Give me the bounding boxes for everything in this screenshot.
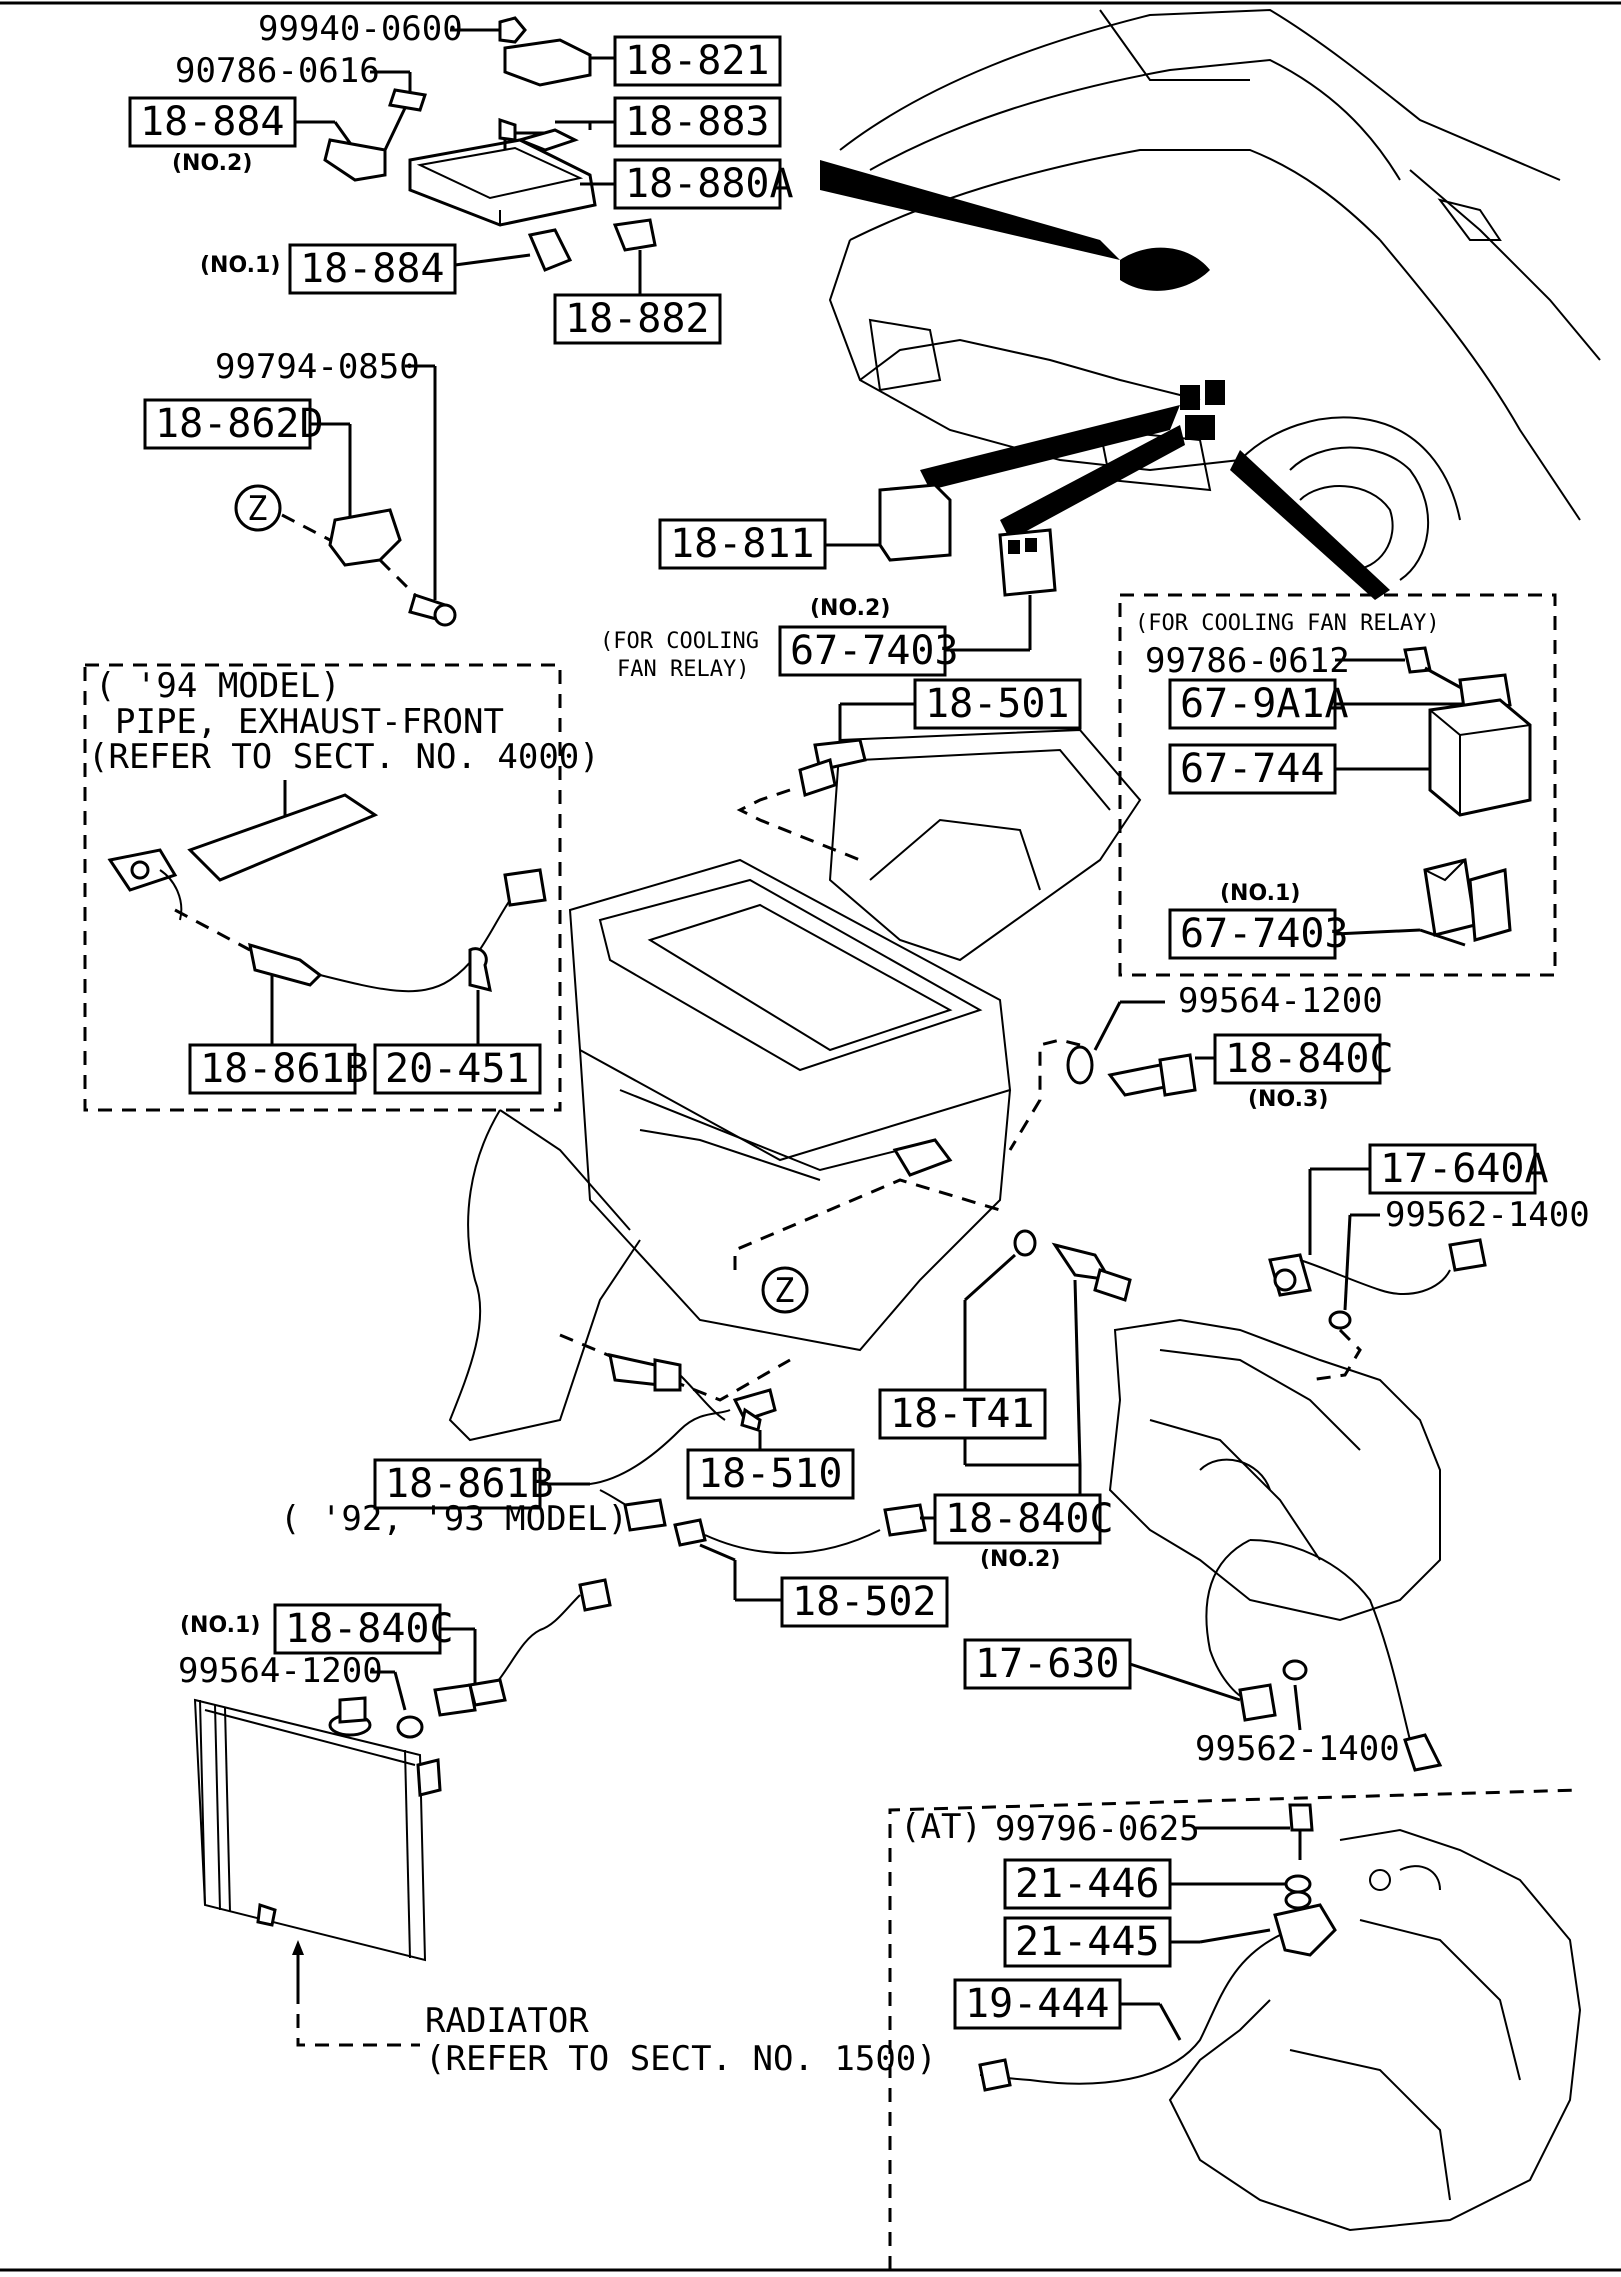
box-18-811 [658,518,827,570]
partno-99564-1200-left: 99564-1200 [178,1651,383,1691]
box-67-7403-no1 [1168,908,1337,960]
label-17-630: 17-630 [975,1641,1120,1687]
label-18-883: 18-883 [625,99,770,145]
label-18-510: 18-510 [698,1451,843,1497]
label-21-446: 21-446 [1015,1861,1160,1907]
box-17-640A [1368,1143,1537,1195]
label-18-861B-92: 18-861B [385,1461,554,1507]
model-94-panel: ( '94 MODEL) PIPE, EXHAUST-FRONT (REFER … [83,663,600,1112]
box-18-840C-no3 [1213,1033,1382,1085]
note-model-94: ( '94 MODEL) [95,666,341,706]
note-radiator: RADIATOR [425,2001,589,2041]
label-18-821: 18-821 [625,38,770,84]
box-20-451 [373,1043,542,1095]
box-18-840C-no1 [273,1603,442,1655]
partno-99786-0612: 99786-0612 [1145,641,1350,681]
note-no1-b: (NO.1) [180,1613,260,1638]
sensor-18-501: 18-501 [736,678,1082,862]
at-panel: (AT) 99796-0625 21-446 21-445 19-444 [888,1788,1582,2270]
note-at: (AT) [900,1807,982,1847]
label-18-880A: 18-880A [625,161,794,207]
z-marker-2: Z [774,1271,794,1311]
label-18-501: 18-501 [925,681,1070,727]
label-18-882: 18-882 [565,296,710,342]
label-18-861B-94: 18-861B [200,1046,369,1092]
box-18-840C-no2 [933,1493,1102,1545]
box-18-502 [780,1576,949,1628]
label-18-840C-no2: 18-840C [945,1496,1114,1542]
note-fan-relay-1: FAN RELAY) [617,657,749,682]
box-18-880A [613,158,782,210]
relay-group: 18-811 (NO.2) (FOR COOLING FAN RELAY) 67… [600,483,1057,682]
box-18-510 [686,1448,855,1500]
z-marker-2-circle [761,1266,809,1314]
z-marker-1-circle [234,484,282,532]
note-model-92-93: ( '92, '93 MODEL) [280,1499,628,1539]
note-for-cooling-1: (FOR COOLING [600,629,759,654]
label-67-7403-no1: 67-7403 [1180,911,1349,957]
control-unit-group: 99940-0600 18-821 90786-0616 18-884 (NO.… [128,9,794,345]
z-marker-1: Z [247,489,267,529]
label-18-T41: 18-T41 [890,1391,1035,1437]
note-no2-relay: (NO.2) [810,596,890,621]
partno-99562-1400-bot: 99562-1400 [1195,1729,1400,1769]
box-18-501 [913,678,1082,730]
sensor-group-lower: 18-T41 18-840C (NO.2) [878,1229,1132,1572]
label-18-840C-no3: 18-840C [1225,1036,1394,1082]
note-no2-a: (NO.2) [172,151,252,176]
box-18-861B-92 [373,1458,542,1510]
box-19-444 [953,1978,1122,2030]
note-no3: (NO.3) [1248,1087,1328,1112]
note-no2-b: (NO.2) [980,1547,1060,1572]
box-18-882 [553,293,722,345]
note-pipe-exhaust: PIPE, EXHAUST-FRONT [115,702,504,742]
box-67-744 [1168,743,1337,795]
label-19-444: 19-444 [965,1981,1110,2027]
box-18-T41 [878,1388,1047,1440]
transmission-illustration: 17-640A 99562-1400 [1108,1143,1590,1772]
note-no1-relay: (NO.1) [1220,881,1300,906]
label-18-840C-no1: 18-840C [285,1606,454,1652]
sensor-18-840C-no3: 99564-1200 18-840C (NO.3) [1008,981,1394,1151]
box-18-884-no2 [128,96,297,148]
label-67-744: 67-744 [1180,746,1325,792]
sensor-17-630: 17-630 99562-1400 [963,1638,1400,1769]
box-18-861B-94 [188,1043,357,1095]
engine-illustration: Z [448,728,1142,1442]
label-18-884-no2: 18-884 [140,99,285,145]
note-no1-a: (NO.1) [200,253,280,278]
label-20-451: 20-451 [385,1046,530,1092]
box-67-7403-no2 [778,625,947,677]
note-for-cooling-fan-relay: (FOR COOLING FAN RELAY) [1135,611,1440,636]
note-refer-4000: (REFER TO SECT. NO. 4000) [88,737,600,777]
note-refer-1500: (REFER TO SECT. NO. 1500) [425,2039,937,2079]
label-18-862D: 18-862D [155,401,324,447]
partno-99940-0600: 99940-0600 [258,9,463,49]
partno-90786-0616: 90786-0616 [175,51,380,91]
oxygen-sensor-group: 18-510 18-861B ( '92, '93 MODEL) 18-502 [280,1353,949,1628]
car-illustration [820,8,1601,600]
partno-99794-0850: 99794-0850 [215,347,420,387]
label-67-9A1A: 67-9A1A [1180,681,1349,727]
label-18-502: 18-502 [792,1579,937,1625]
partno-99796-0625: 99796-0625 [995,1809,1200,1849]
box-21-446 [1003,1858,1172,1910]
cooling-fan-relay-panel: (FOR COOLING FAN RELAY) 99786-0612 67-9A… [1118,593,1557,977]
partno-99562-1400-top: 99562-1400 [1385,1195,1590,1235]
label-17-640A: 17-640A [1380,1146,1549,1192]
box-21-445 [1003,1916,1172,1968]
box-18-884-no1 [288,243,457,295]
bracket-group: 99794-0850 18-862D Z [143,347,457,627]
label-67-7403-no2: 67-7403 [790,628,959,674]
label-18-884-no1: 18-884 [300,246,445,292]
label-18-811: 18-811 [670,521,815,567]
box-18-821 [613,35,782,87]
label-21-445: 21-445 [1015,1919,1160,1965]
box-17-630 [963,1638,1132,1690]
radiator-group: (NO.1) 18-840C 99564-1200 RADIATOR (REFE… [178,1578,937,2079]
partno-99564-1200-top: 99564-1200 [1178,981,1383,1021]
box-18-883 [613,96,782,148]
